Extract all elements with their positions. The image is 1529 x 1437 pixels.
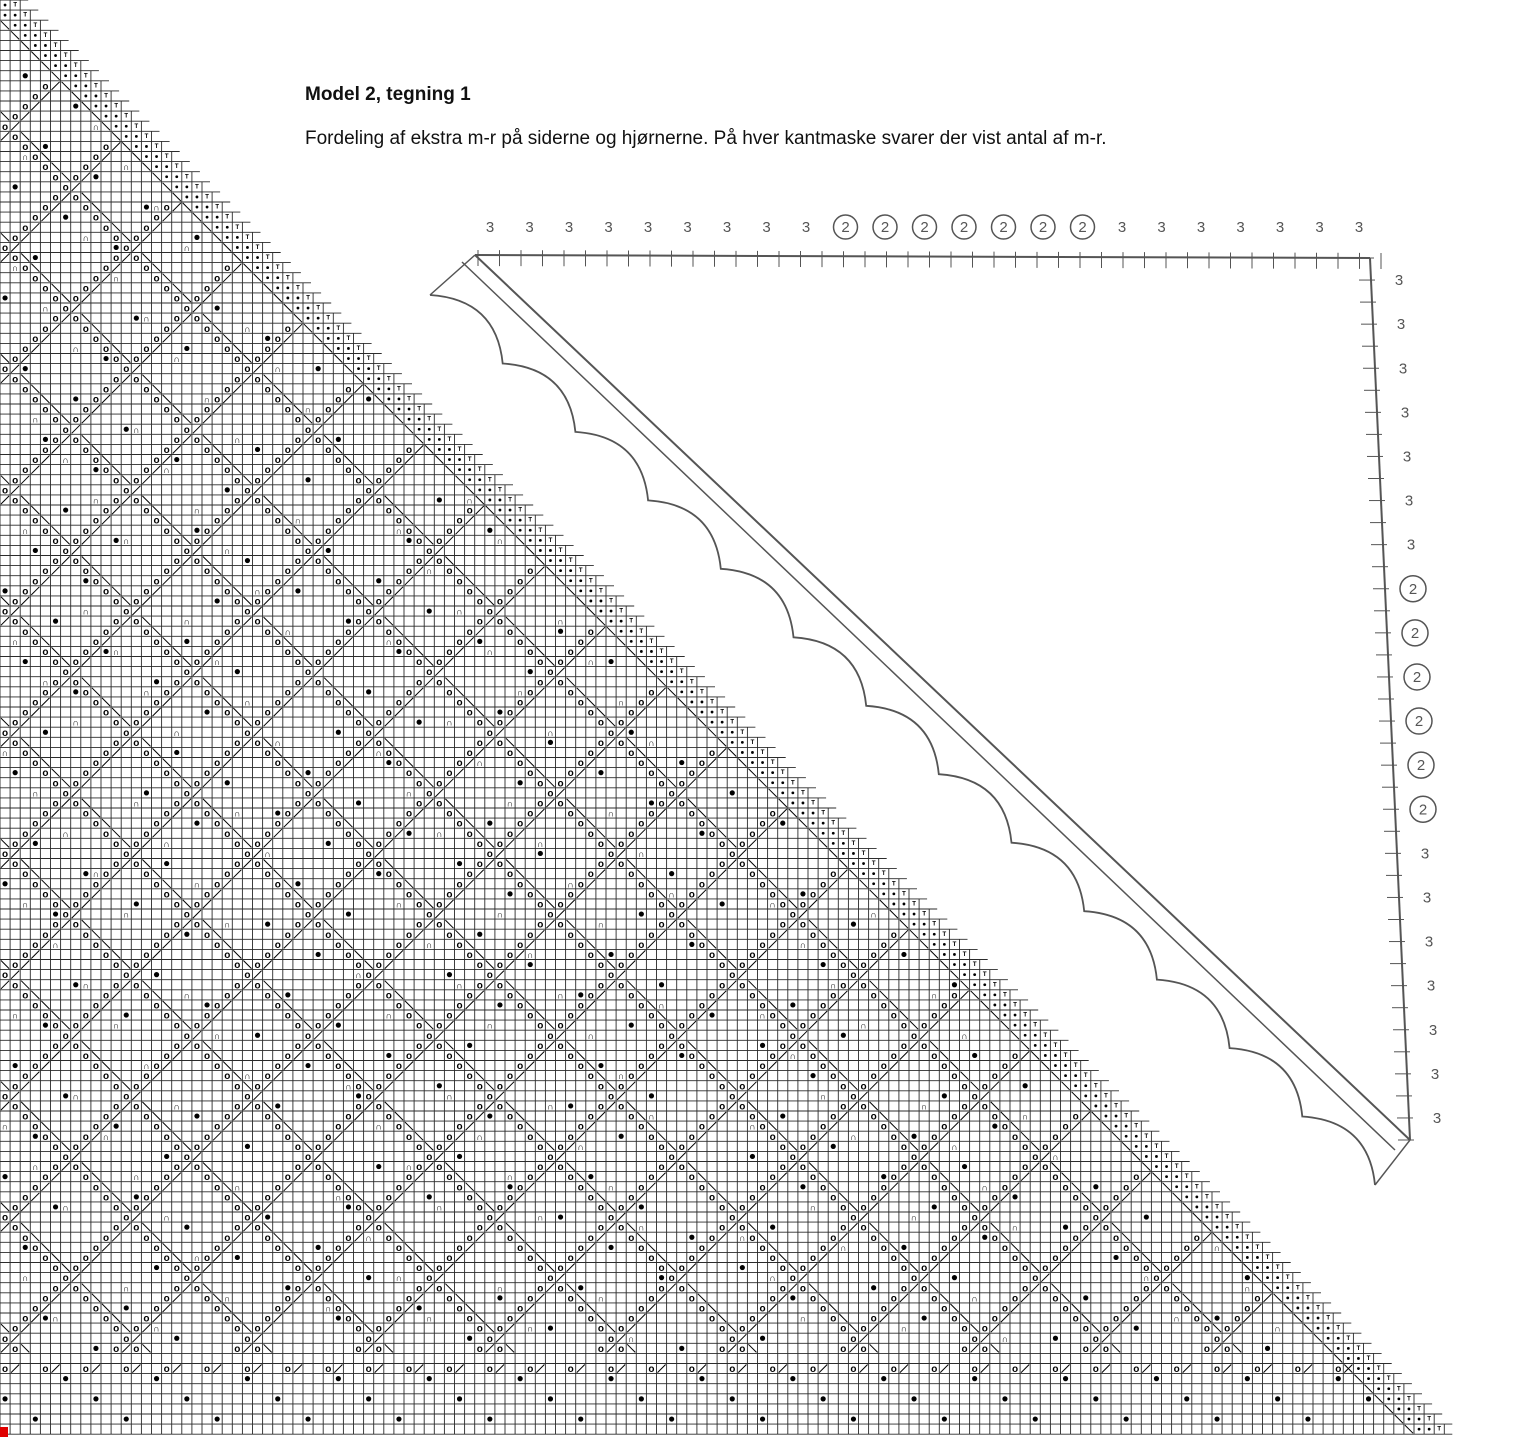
top-edge-count: 2	[920, 219, 928, 236]
top-edge-count: 3	[723, 219, 731, 236]
top-edge-count: 3	[1276, 219, 1284, 236]
side-edge-count: 3	[1429, 1022, 1437, 1039]
side-edge-count: 2	[1409, 581, 1417, 598]
side-edge-count: 3	[1401, 404, 1409, 421]
side-edge-count: 3	[1403, 448, 1411, 465]
side-edge-count: 3	[1425, 934, 1433, 951]
side-edge-count: 2	[1419, 801, 1427, 818]
side-edge-count: 3	[1397, 316, 1405, 333]
top-edge-count: 3	[1236, 219, 1244, 236]
top-edge-count: 2	[1039, 219, 1047, 236]
top-edge-count: 3	[525, 219, 533, 236]
side-edge-count: 3	[1399, 360, 1407, 377]
side-edge-count: 3	[1395, 272, 1403, 289]
diagram-description: Fordeling af ekstra m-r på siderne og hj…	[305, 128, 1107, 150]
diagram-title: Model 2, tegning 1	[305, 84, 471, 106]
top-edge-count: 3	[683, 219, 691, 236]
top-edge-count: 3	[762, 219, 770, 236]
top-edge-count: 2	[999, 219, 1007, 236]
top-edge-count: 3	[486, 219, 494, 236]
top-edge-count: 3	[1197, 219, 1205, 236]
top-edge-count: 2	[881, 219, 889, 236]
top-edge-count: 3	[604, 219, 612, 236]
top-edge-count: 2	[841, 219, 849, 236]
top-edge-count: 3	[1355, 219, 1363, 236]
top-edge-count: 3	[1315, 219, 1323, 236]
top-edge-count: 3	[644, 219, 652, 236]
side-edge-count: 3	[1423, 889, 1431, 906]
side-edge-count: 3	[1407, 537, 1415, 554]
side-edge-count: 2	[1411, 625, 1419, 642]
top-edge-count: 2	[1078, 219, 1086, 236]
top-edge-count: 3	[1118, 219, 1126, 236]
side-edge-count: 2	[1413, 669, 1421, 686]
side-edge-count: 3	[1433, 1110, 1441, 1127]
top-edge-count: 2	[960, 219, 968, 236]
top-edge-count: 3	[1157, 219, 1165, 236]
side-edge-count: 3	[1421, 845, 1429, 862]
side-edge-count: 2	[1415, 713, 1423, 730]
top-edge-count: 3	[802, 219, 810, 236]
side-edge-count: 3	[1431, 1066, 1439, 1083]
side-edge-count: 3	[1427, 978, 1435, 995]
top-edge-count: 3	[565, 219, 573, 236]
side-edge-count: 2	[1417, 757, 1425, 774]
heading-background	[300, 0, 1529, 190]
side-edge-count: 3	[1405, 493, 1413, 510]
